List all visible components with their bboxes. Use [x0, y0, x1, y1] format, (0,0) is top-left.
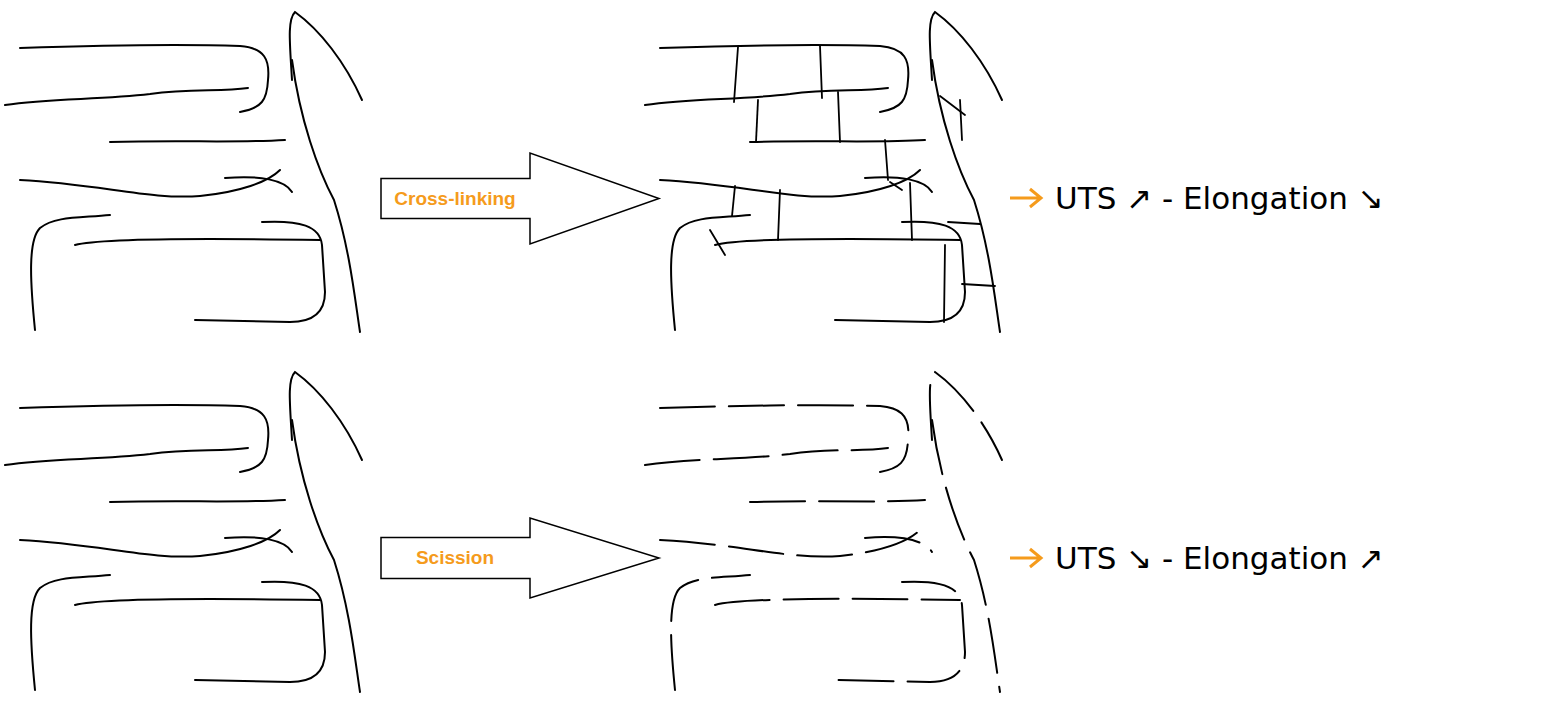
crosslinked-chains [645, 12, 1002, 332]
process-label: Scission [380, 547, 530, 569]
cross-link [778, 190, 780, 240]
cross-link [820, 46, 822, 98]
cross-link [890, 182, 902, 190]
process-label: Cross-linking [380, 188, 530, 210]
cross-link [944, 245, 945, 322]
arrow-outline [381, 153, 659, 244]
cross-links [710, 46, 995, 322]
cross-link [962, 284, 995, 286]
cross-link [960, 100, 962, 140]
cross-link [756, 100, 758, 142]
cross-link [885, 140, 888, 180]
cross-link [710, 230, 725, 255]
result-note: UTS ↗ - Elongation ↘ [1055, 180, 1384, 216]
broken-chains [645, 372, 1002, 692]
cross-link [838, 92, 840, 142]
cross-link [940, 96, 965, 115]
cross-link [910, 183, 912, 240]
result-arrows [1010, 189, 1041, 567]
result-arrow [1010, 549, 1041, 567]
process-arrow: Scission [380, 517, 660, 599]
linear-chains [5, 372, 362, 692]
cross-link [732, 186, 735, 216]
arrow-outline [381, 518, 659, 598]
result-arrow [1010, 189, 1041, 207]
cross-link [734, 47, 738, 102]
linear-chains [5, 12, 362, 332]
result-note: UTS ↘ - Elongation ↗ [1055, 540, 1384, 576]
cross-link [948, 222, 980, 224]
process-arrow: Cross-linking [380, 152, 660, 245]
